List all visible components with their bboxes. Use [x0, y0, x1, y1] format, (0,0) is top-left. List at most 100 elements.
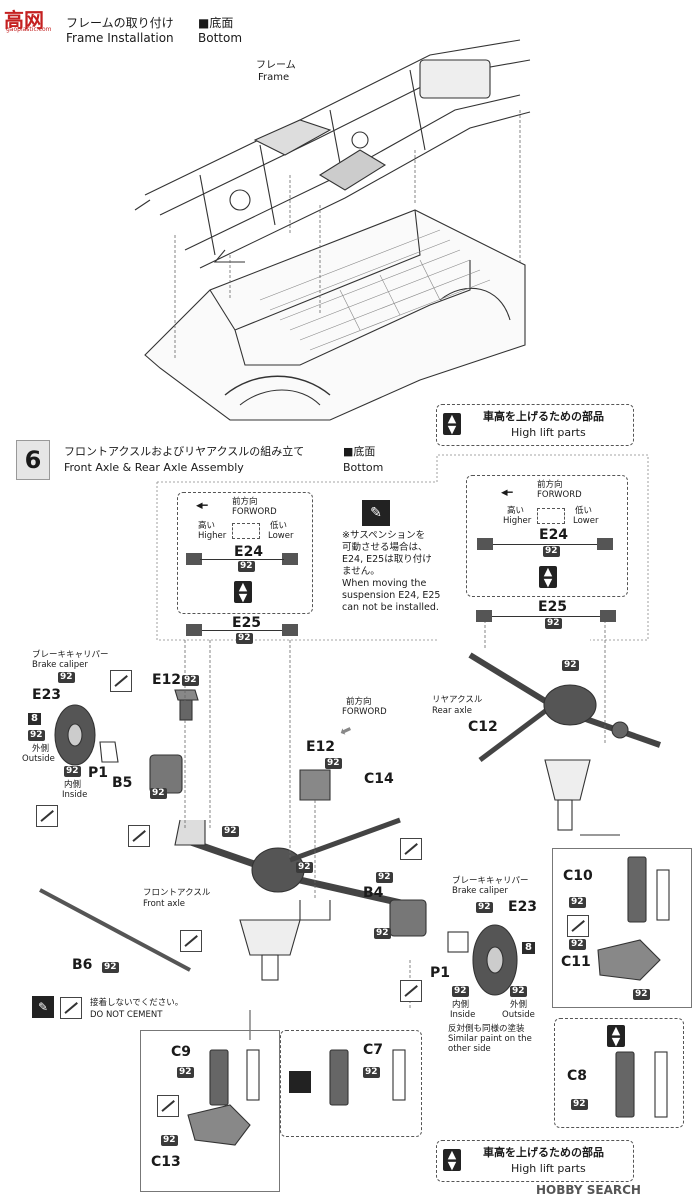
brake-caliper-en-right: Brake caliper [452, 886, 508, 896]
bracket-line-left [200, 559, 284, 560]
paint-chip: 92 [569, 939, 586, 950]
suspension-note-en-2: suspension E24, E25 [342, 590, 441, 601]
part-e23-right: E23 [508, 899, 538, 915]
paint-chip-8: 8 [522, 942, 535, 954]
paint-chip: 92 [569, 897, 586, 908]
paint-chip: 92 [325, 758, 342, 769]
no-cement-icon [400, 838, 422, 860]
front-axle-jp: フロントアクスル [143, 888, 211, 898]
similar-paint-en-1: Similar paint on the [448, 1034, 532, 1044]
part-c11: C11 [561, 954, 591, 970]
part-p1-left: P1 [88, 765, 109, 781]
clip-right-a [477, 538, 493, 550]
front-axle-en: Front axle [143, 899, 186, 909]
forward-jp-right: 前方向 [537, 480, 563, 490]
lower-en-left: Lower [268, 531, 294, 541]
frame-drawing [134, 39, 531, 269]
c10-c11-box: C10 92 92 C11 92 [552, 848, 692, 1008]
no-cement-icon [128, 825, 150, 847]
clip-right-b [597, 538, 613, 550]
paint-chip: 92 [238, 561, 255, 572]
arrow-left-icon: ◀━ [196, 501, 208, 511]
step6-number: 6 [16, 440, 50, 480]
watermark-hobby-search: HOBBY SEARCH [536, 1183, 641, 1197]
bracket-e25-right [492, 616, 600, 617]
forward-jp-left: 前方向 [232, 497, 258, 507]
adjust-slot-icon [232, 523, 260, 539]
step6-high-lift-jp: 車高を上げるための部品 [483, 1146, 604, 1159]
up-down-arrow-icon: ▲▼ [443, 1149, 461, 1171]
frame-label-en: Frame [258, 72, 290, 83]
inside-jp-right: 内側 [452, 1000, 470, 1010]
higher-jp-left: 高い [198, 521, 216, 531]
paint-chip: 92 [64, 766, 81, 777]
watermark-logo: 高网 [4, 8, 44, 32]
brake-caliper-jp-left: ブレーキキャリパー [32, 650, 109, 660]
outside-en-left: Outside [22, 754, 55, 764]
inside-en-right: Inside [450, 1010, 476, 1020]
brake-caliper-jp-right: ブレーキキャリパー [452, 876, 529, 886]
suspension-note-en-3: can not be installed. [342, 602, 439, 613]
paint-chip: 92 [510, 986, 527, 997]
suspension-note-jp-1: ※サスペンションを [342, 530, 426, 541]
lower-jp-right: 低い [575, 506, 593, 516]
step5-view-jp: ■底面 [198, 16, 234, 30]
step6-title-jp: フロントアクスルおよびリヤアクスルの組み立て [64, 445, 305, 458]
no-cement-icon [567, 915, 589, 937]
part-e25-left: E25 [232, 615, 262, 631]
part-p1-right: P1 [430, 965, 451, 981]
step6-high-lift-en: High lift parts [511, 1162, 586, 1175]
paint-chip: 92 [28, 730, 45, 741]
part-c14: C14 [364, 771, 394, 787]
inside-en-left: Inside [62, 790, 88, 800]
part-c8: C8 [567, 1068, 588, 1084]
part-c7: C7 [363, 1042, 384, 1058]
similar-paint-jp: 反対側も同様の塗装 [448, 1024, 525, 1034]
do-not-cement-jp: 接着しないでください。 [90, 998, 184, 1008]
paint-chip: 92 [476, 902, 493, 913]
suspension-note-en-1: When moving the [342, 578, 427, 589]
clip-left-b [282, 553, 298, 565]
paint-chip: 92 [562, 660, 579, 671]
higher-en-right: Higher [503, 516, 532, 526]
step5-title-jp: フレームの取り付け [66, 16, 174, 30]
paint-brush-icon: ✎ [362, 500, 390, 526]
up-down-arrow-icon: ▲▼ [234, 581, 252, 603]
paint-chip: 92 [222, 826, 239, 837]
part-c9: C9 [171, 1044, 192, 1060]
c7-box: C7 92 [280, 1030, 422, 1137]
part-e25-right: E25 [538, 599, 568, 615]
step6-high-lift-box: ▲▼ 車高を上げるための部品 High lift parts [436, 1140, 634, 1182]
no-cement-icon [36, 805, 58, 827]
arrow-left-icon: ◀━ [501, 488, 513, 498]
watermark-logo-sub: gaoplastic.com [6, 26, 52, 33]
frame-label-jp: フレーム [256, 60, 296, 71]
clip-e25-right-b [600, 610, 616, 622]
paint-chip: 92 [161, 1135, 178, 1146]
left-brake-drawing [54, 689, 199, 794]
c9-c13-box: C9 92 92 C13 [140, 1030, 280, 1192]
paint-chip: 92 [182, 675, 199, 686]
rear-axle-drawing [468, 652, 661, 831]
left-e24-box: ◀━ 前方向 FORWORD 高い Higher 低い Lower E24 92… [177, 492, 313, 614]
paint-chip: 92 [376, 872, 393, 883]
paint-chip: 92 [571, 1099, 588, 1110]
bracket-e25-left [202, 630, 282, 631]
forward-en-right: FORWORD [537, 490, 582, 500]
brake-caliper-en-left: Brake caliper [32, 660, 88, 670]
part-c12: C12 [468, 719, 498, 735]
suspension-note-jp-2: 可動させる場合は、 [342, 542, 428, 553]
paint-chip: 92 [102, 962, 119, 973]
suspension-note: ※サスペンションを 可動させる場合は、 E24, E25は取り付け ません。 W… [342, 530, 440, 614]
paint-chip-8: 8 [28, 713, 41, 725]
step6-view-en: Bottom [343, 461, 384, 474]
outside-jp-right: 外側 [510, 1000, 528, 1010]
rear-axle-jp: リヤアクスル [432, 695, 483, 705]
c8-box: ▲▼ C8 92 [554, 1018, 684, 1128]
forward-en-mid: FORWORD [342, 707, 387, 717]
step5-title-en: Frame Installation [66, 31, 174, 45]
front-axle-drawing [174, 817, 411, 981]
step5-high-lift-en: High lift parts [511, 426, 586, 439]
part-b6: B6 [72, 957, 93, 973]
